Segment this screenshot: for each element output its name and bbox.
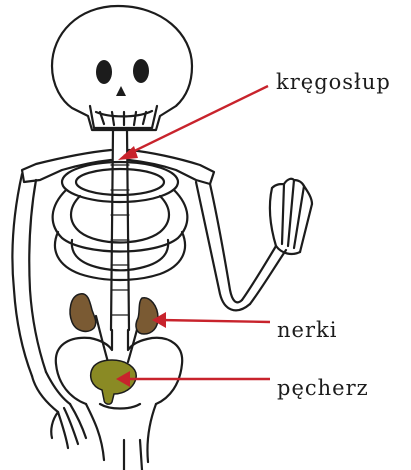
pelvis: [56, 330, 182, 470]
ureters: [96, 316, 140, 362]
rib-cage: [53, 162, 188, 280]
kidney-arrow-line: [160, 320, 270, 322]
shoulder-girdle: [22, 150, 214, 184]
spine: [111, 130, 129, 330]
kidneys-label: nerki: [277, 318, 337, 342]
bladder-label: pęcherz: [277, 376, 369, 400]
spine-label: kręgosłup: [276, 70, 391, 94]
right-arm: [196, 179, 312, 311]
right-eye-socket: [133, 59, 149, 83]
skull: [52, 6, 192, 130]
left-eye-socket: [96, 60, 112, 84]
right-kidney: [136, 298, 158, 334]
left-kidney: [70, 294, 96, 332]
